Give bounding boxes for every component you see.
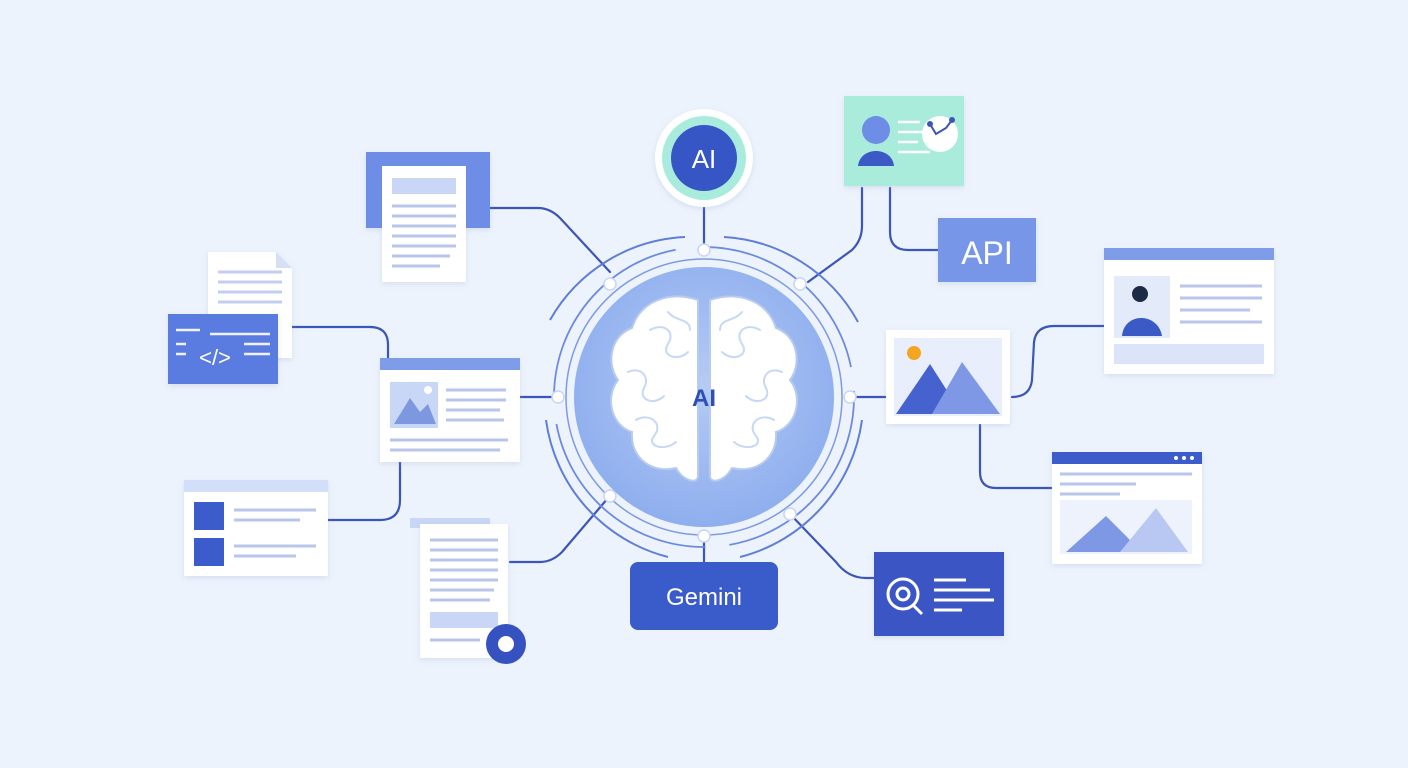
image-card-left[interactable] <box>380 358 520 462</box>
connector-person-card <box>806 186 864 284</box>
connector-code-card <box>288 325 390 362</box>
person-icon <box>1122 286 1162 336</box>
ai-top-badge: AI <box>655 109 753 207</box>
search-card[interactable] <box>874 552 1004 636</box>
hub-outer-arc-2 <box>723 236 859 323</box>
connector-profile-window <box>1010 324 1106 399</box>
hub-outer-arc-4 <box>545 419 669 558</box>
ai-badge-label: AI <box>692 144 717 174</box>
connector-search-card <box>788 512 876 580</box>
gemini-button[interactable]: Gemini <box>630 562 778 630</box>
list-card[interactable] <box>184 480 328 576</box>
document-card-bottom[interactable] <box>410 518 526 664</box>
search-icon <box>886 577 924 616</box>
hub-outer-arc-1 <box>549 236 686 321</box>
person-card-icon <box>858 116 894 166</box>
api-card[interactable]: API <box>938 218 1036 282</box>
code-icon: </> <box>199 345 231 370</box>
hub-outer-arc-3 <box>739 419 863 558</box>
gemini-label: Gemini <box>666 584 742 611</box>
image-card-right[interactable] <box>886 330 1010 424</box>
hub-ring-dots <box>551 243 857 543</box>
document-icon <box>392 204 456 268</box>
circle-badge-icon <box>486 624 526 664</box>
api-label: API <box>961 235 1013 271</box>
connector-bottom-doc <box>508 496 610 564</box>
brain-icon: AI <box>609 295 799 482</box>
connector-chart-window <box>978 423 1054 490</box>
connector-list-card <box>326 458 402 522</box>
connector-top-left-doc <box>488 206 612 274</box>
image-icon <box>394 386 436 424</box>
image-icon <box>896 346 1000 414</box>
document-card-top-left[interactable] <box>366 152 490 282</box>
brain-center-label: AI <box>692 385 716 412</box>
browser-window-icon[interactable] <box>1052 452 1202 564</box>
connector-api <box>888 186 940 252</box>
central-hub: AI AI Gemini <box>545 109 863 630</box>
profile-window[interactable] <box>1104 248 1274 374</box>
connector-lines <box>288 186 1106 580</box>
code-card[interactable]: </> <box>168 252 292 384</box>
person-card[interactable] <box>844 96 964 186</box>
